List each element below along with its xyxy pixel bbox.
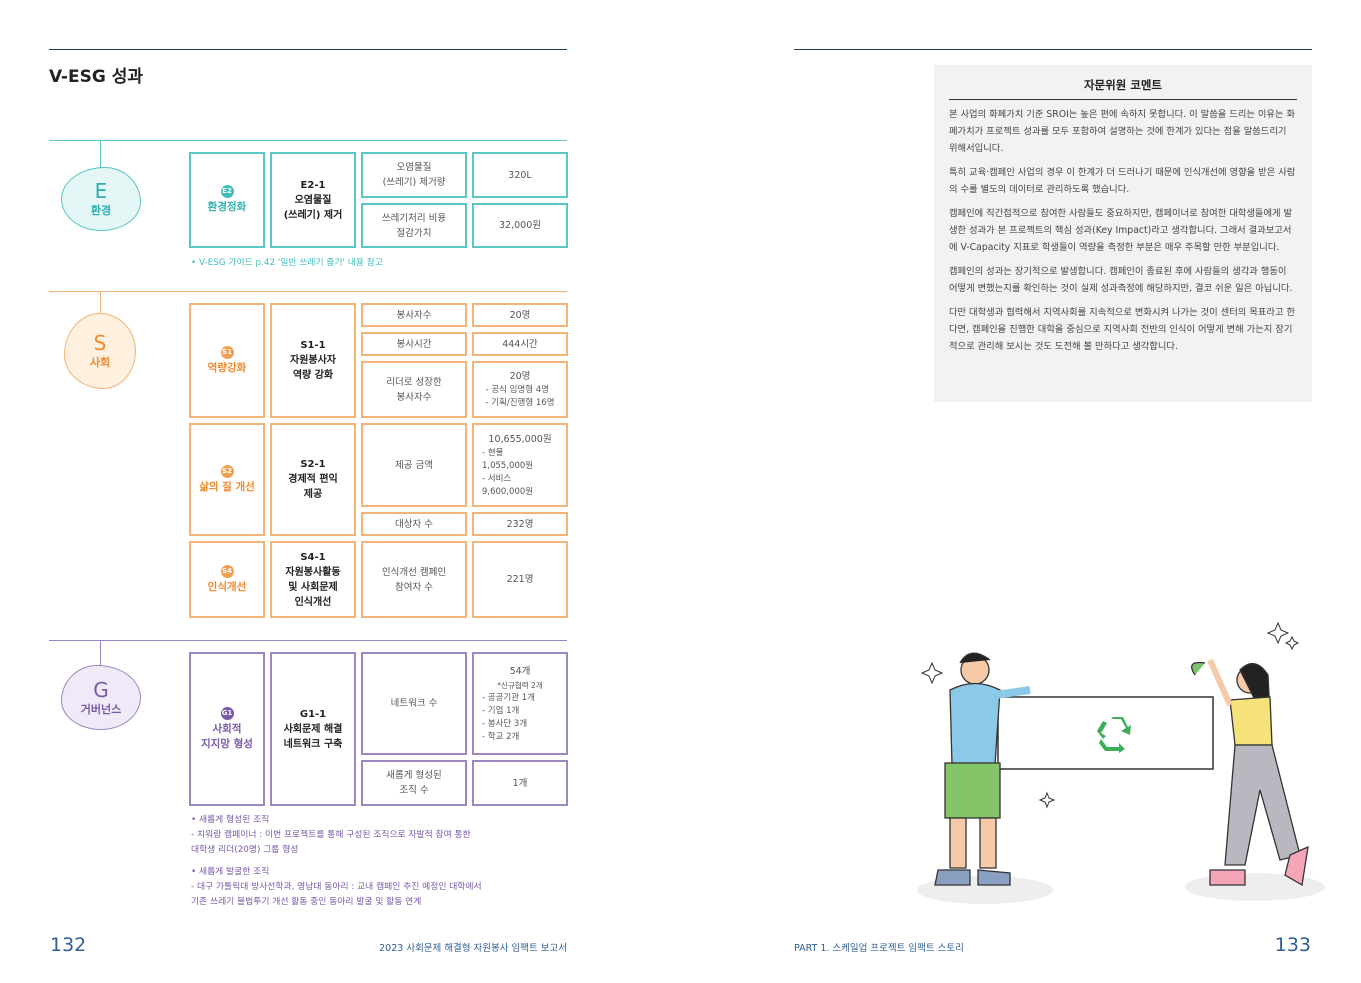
s2-category: S2 삶의 질 개선 [189, 423, 265, 536]
g-section-rule [49, 640, 567, 641]
s-name: 사회 [89, 356, 111, 369]
metric-cell: 제공 금액 [361, 423, 467, 507]
metric-cell: 봉사시간 [361, 332, 467, 356]
category-label: 삶의 질 개선 [199, 480, 255, 493]
top-rule [794, 49, 1312, 50]
category-label: 인식개선 [207, 580, 247, 593]
comment-paragraph: 다만 대학생과 협력해서 지역사회를 지속적으로 변화시켜 나가는 것이 센터의… [949, 307, 1296, 352]
value-subnote: *신규협력 2개 [497, 680, 543, 690]
value-cell: 20명 [472, 303, 568, 327]
value-detail: - 공식 임명형 4명 - 기획/진행형 16명 [485, 385, 555, 408]
footer-left: 2023 사회문제 해결형 자원봉사 임팩트 보고서 [379, 943, 567, 954]
value-text: 20명 [509, 371, 531, 382]
recycling-banner-illustration [917, 621, 1325, 904]
g1-category: G1 사회적 지지망 형성 [189, 652, 265, 806]
recycle-icon [1097, 717, 1131, 753]
person-left [934, 652, 1031, 886]
value-text: 54개 [509, 665, 531, 677]
g-letter: G [93, 677, 109, 702]
s1-1-indicator: S1-1 자원봉사자 역량 강화 [270, 303, 356, 418]
comment-paragraph: 캠페인에 직간접적으로 참여한 사람들도 중요하지만, 캠페이너로 참여한 대학… [949, 208, 1293, 253]
value-cell: 320L [472, 152, 568, 198]
g1-badge: G1 [220, 706, 234, 720]
metric-cell: 오염물질 (쓰레기) 제거량 [361, 152, 467, 198]
s4-badge: S4 [220, 564, 234, 578]
s1-badge: S1 [220, 345, 234, 359]
comment-paragraph: 캠페인의 성과는 장기적으로 발생합니다. 캠페인이 종료된 후에 사람들의 생… [949, 266, 1293, 294]
e-name: 환경 [90, 204, 112, 217]
e-note: • V-ESG 가이드 p.42 '일반 쓰레기 줍기' 내용 참고 [191, 258, 383, 268]
g-blob: G 거버넌스 [61, 665, 141, 730]
g-name: 거버넌스 [80, 702, 122, 716]
value-detail: - 공공기관 1개 - 기업 1개 - 봉사단 3개 - 학교 2개 [482, 692, 535, 742]
e-letter: E [94, 179, 108, 203]
comment-title: 자문위원 코멘트 [949, 77, 1297, 100]
footer-right: PART 1. 스케일업 프로젝트 임팩트 스토리 [794, 943, 964, 954]
value-text: 10,655,000원 [488, 433, 552, 445]
s1-category: S1 역량강화 [189, 303, 265, 418]
value-cell: 20명 - 공식 임명형 4명 - 기획/진행형 16명 [472, 361, 568, 418]
metric-cell: 쓰레기처리 비용 절감가치 [361, 203, 467, 248]
advisor-comment-box: 자문위원 코멘트 본 사업의 화폐가치 기준 SROI는 높은 편에 속하지 못… [934, 65, 1312, 402]
metric-cell: 새롭게 형성된 조직 수 [361, 760, 467, 806]
metric-cell: 인식개선 캠페인 참여자 수 [361, 541, 467, 618]
metric-cell: 리더로 성장한 봉사자수 [361, 361, 467, 418]
e2-badge: E2 [220, 185, 234, 198]
s-letter: S [93, 331, 107, 355]
value-cell: 221명 [472, 541, 568, 618]
metric-cell: 봉사자수 [361, 303, 467, 327]
e2-category: E2 환경정화 [189, 152, 265, 248]
value-cell: 232명 [472, 512, 568, 536]
page-number-right: 133 [1274, 934, 1311, 956]
metric-cell: 네트워크 수 [361, 652, 467, 755]
e-section-rule [49, 140, 567, 141]
sparkle-icon [920, 621, 1300, 809]
s-section-rule [49, 291, 567, 292]
s4-category: S4 인식개선 [189, 541, 265, 618]
g1-1-indicator: G1-1 사회문제 해결 네트워크 구축 [270, 652, 356, 806]
category-label: 사회적 지지망 형성 [201, 722, 253, 750]
value-detail: - 현물 1,055,000원 - 서비스 9,600,000원 [482, 447, 534, 497]
value-cell: 32,000원 [472, 203, 568, 248]
e-blob: E 환경 [61, 167, 141, 231]
person-right [1191, 658, 1309, 887]
category-label: 역량강화 [207, 361, 247, 374]
g-note: • 새롭게 발굴한 조직 - 대구 가톨릭대 방사선학과, 영남대 동아리 : … [191, 867, 482, 907]
comment-paragraph: 본 사업의 화폐가치 기준 SROI는 높은 편에 속하지 못합니다. 이 말씀… [949, 109, 1296, 154]
g-note: • 새롭게 형성된 조직 - 치워람 캠페이너 : 이번 프로젝트를 통해 구성… [191, 815, 471, 855]
value-cell: 444시간 [472, 332, 568, 356]
e2-1-indicator: E2-1 오염물질 (쓰레기) 제거 [270, 152, 356, 248]
s2-1-indicator: S2-1 경제적 편익 제공 [270, 423, 356, 536]
s2-badge: S2 [220, 464, 234, 478]
comment-paragraph: 특히 교육·캠페인 사업의 경우 이 한계가 더 드러나기 때문에 인식개선에 … [949, 167, 1296, 195]
category-label: 환경정화 [207, 201, 247, 213]
s-blob: S 사회 [64, 313, 136, 389]
value-cell: 1개 [472, 760, 568, 806]
e-connector [100, 140, 101, 168]
value-cell: 10,655,000원 - 현물 1,055,000원 - 서비스 9,600,… [472, 423, 568, 507]
top-rule [49, 49, 567, 50]
s-connector [100, 291, 101, 315]
g-connector [100, 640, 101, 666]
metric-cell: 대상자 수 [361, 512, 467, 536]
page-number-left: 132 [50, 934, 87, 956]
page-title: V-ESG 성과 [49, 67, 143, 87]
s4-1-indicator: S4-1 자원봉사활동 및 사회문제 인식개선 [270, 541, 356, 618]
value-cell: 54개 *신규협력 2개 - 공공기관 1개 - 기업 1개 - 봉사단 3개 … [472, 652, 568, 755]
